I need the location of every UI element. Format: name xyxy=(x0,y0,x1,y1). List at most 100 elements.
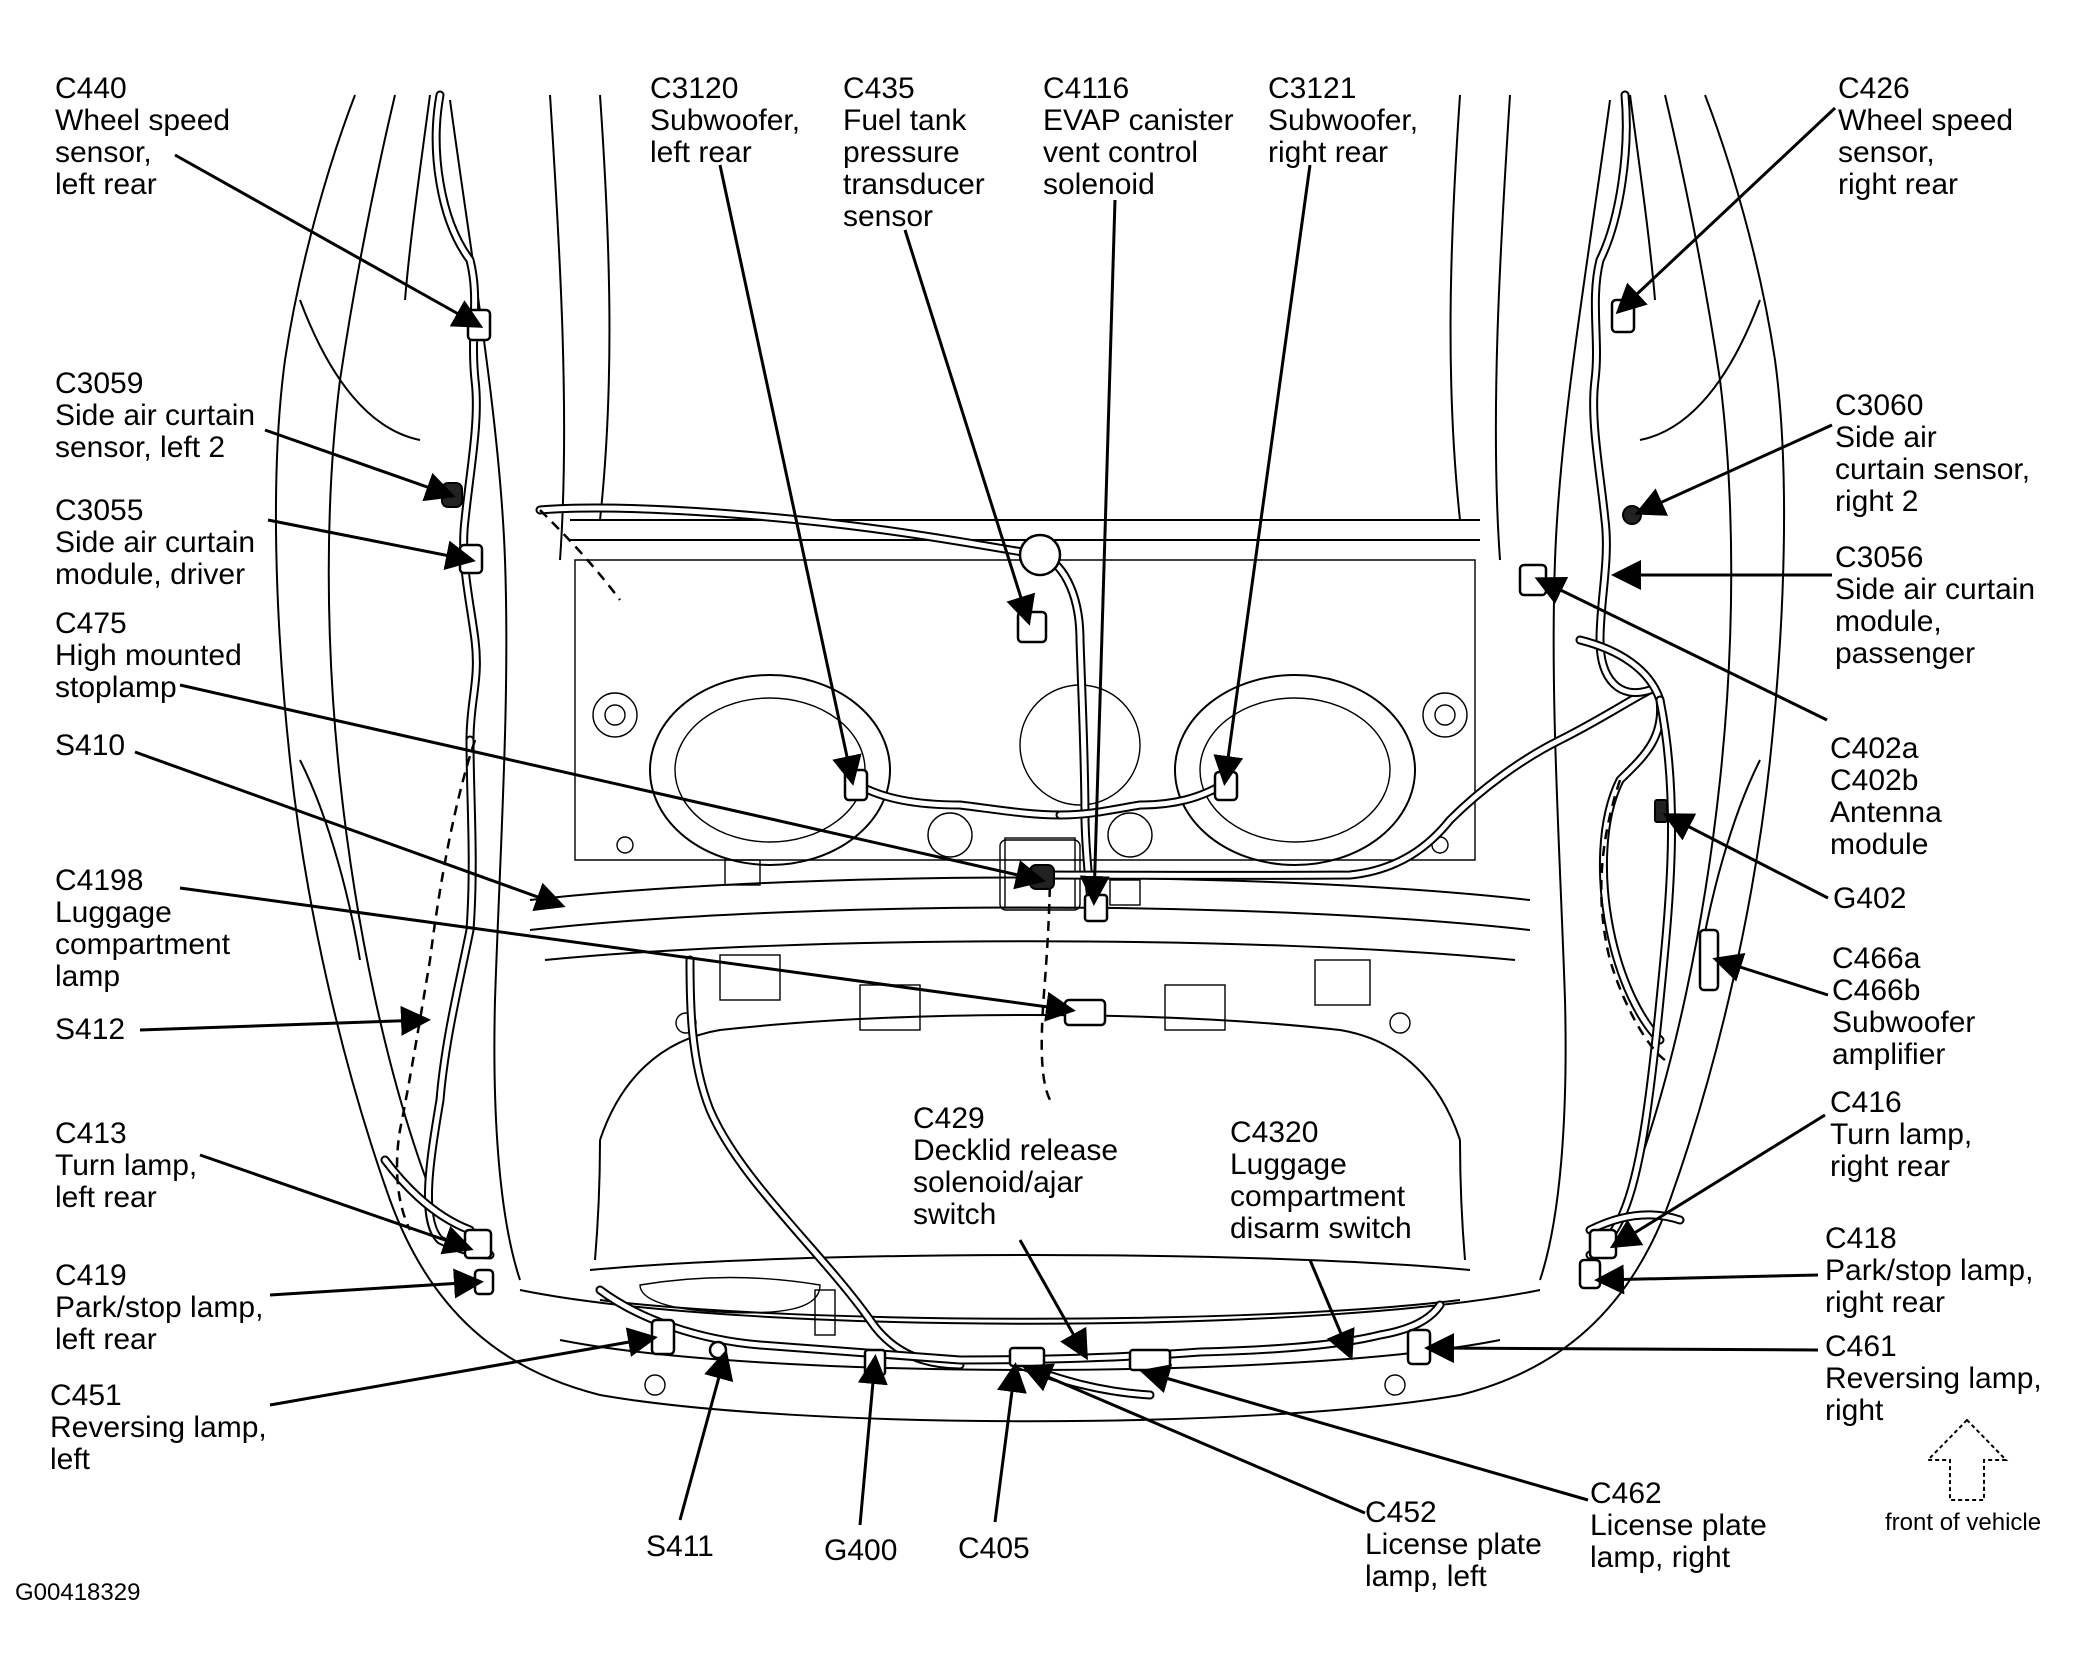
label-line: Side air curtain xyxy=(55,526,255,559)
label-line: Turn lamp, xyxy=(1830,1118,1972,1151)
leader-line-c426 xyxy=(1615,106,1837,315)
label-line: curtain sensor, xyxy=(1835,453,2030,486)
label-line: stoplamp xyxy=(55,671,177,704)
label-line: sensor xyxy=(843,200,933,233)
label-line: left rear xyxy=(55,168,157,201)
label-line: left rear xyxy=(55,1181,157,1214)
label-line: Luggage xyxy=(1230,1148,1347,1181)
leader-line-c416 xyxy=(1609,1113,1826,1249)
label-line: License plate xyxy=(1590,1509,1767,1542)
leader-line-c475 xyxy=(179,683,1046,890)
label-line: left rear xyxy=(55,1323,157,1356)
label-c405: C405 xyxy=(958,1532,1030,1565)
leader-line-c461 xyxy=(1424,1333,1819,1364)
label-line: C462 xyxy=(1590,1477,1662,1510)
label-line: C405 xyxy=(958,1532,1030,1565)
label-line: lamp xyxy=(55,960,120,993)
label-line: Decklid release xyxy=(913,1134,1118,1167)
label-line: Park/stop lamp, xyxy=(55,1291,263,1324)
label-line: G402 xyxy=(1833,882,1906,915)
label-line: C426 xyxy=(1838,72,1910,105)
leader-line-c3060 xyxy=(1634,423,1833,516)
label-line: transducer xyxy=(843,168,985,201)
label-line: compartment xyxy=(1230,1180,1406,1213)
label-line: sensor, xyxy=(55,136,152,169)
label-line: module, xyxy=(1835,605,1942,638)
label-line: C4116 xyxy=(1043,72,1129,105)
leader-line-c3059 xyxy=(264,428,456,502)
label-line: C3059 xyxy=(55,367,143,400)
label-line: C416 xyxy=(1830,1086,1902,1119)
label-line: License plate xyxy=(1365,1528,1542,1561)
label-s412: S412 xyxy=(55,1013,125,1046)
front-of-vehicle-indicator: front of vehicle xyxy=(1885,1418,2041,1536)
label-line: sensor, left 2 xyxy=(55,431,225,464)
label-line: C413 xyxy=(55,1117,127,1150)
connectors xyxy=(441,298,1720,1377)
leader-line-c4116 xyxy=(1079,199,1117,906)
label-line: right rear xyxy=(1268,136,1388,169)
leader-line-c466 xyxy=(1712,952,1829,997)
leader-line-c435 xyxy=(903,229,1036,626)
label-line: module, driver xyxy=(55,558,245,591)
label-line: C4198 xyxy=(55,864,143,897)
label-line: right rear xyxy=(1825,1286,1945,1319)
figure-id: G00418329 xyxy=(15,1579,140,1606)
label-line: Reversing lamp, xyxy=(50,1411,267,1444)
label-line: High mounted xyxy=(55,639,242,672)
leader-line-c413 xyxy=(199,1153,474,1255)
label-line: lamp, left xyxy=(1365,1560,1487,1593)
label-g400: G400 xyxy=(824,1534,897,1567)
label-line: Antenna xyxy=(1830,796,1942,829)
leader-line-g400 xyxy=(857,1354,888,1526)
label-line: C3055 xyxy=(55,494,143,527)
leader-line-c402 xyxy=(1534,577,1828,722)
up-arrow-icon xyxy=(1925,1418,2009,1501)
label-line: module xyxy=(1830,828,1928,861)
label-line: Wheel speed xyxy=(55,104,230,137)
leader-line-c4198 xyxy=(179,886,1076,1022)
leader-lines xyxy=(134,106,1837,1526)
label-line: amplifier xyxy=(1832,1038,1945,1071)
label-line: Subwoofer, xyxy=(1268,104,1418,137)
leader-line-s411 xyxy=(678,1349,734,1521)
label-line: C419 xyxy=(55,1259,127,1292)
leader-line-c405 xyxy=(993,1362,1027,1523)
leader-line-c440 xyxy=(174,153,484,328)
label-line: Side air curtain xyxy=(55,399,255,432)
label-line: Subwoofer xyxy=(1832,1006,1975,1039)
label-line: S411 xyxy=(646,1530,714,1563)
wiring-harness xyxy=(380,90,1685,1400)
label-line: Side air curtain xyxy=(1835,573,2035,606)
label-line: passenger xyxy=(1835,637,1975,670)
label-line: Fuel tank xyxy=(843,104,967,137)
